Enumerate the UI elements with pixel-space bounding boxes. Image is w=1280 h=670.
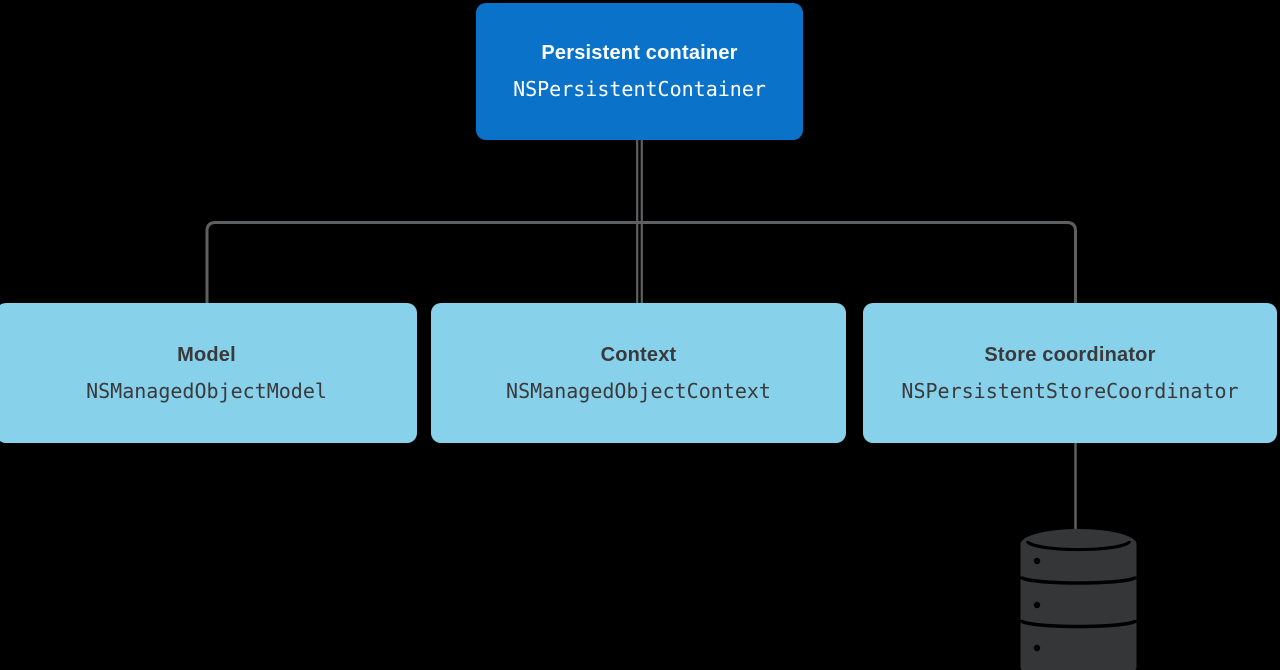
database-top-rim xyxy=(1025,540,1132,552)
node-model: Model NSManagedObjectModel xyxy=(0,303,417,443)
database-separator-1 xyxy=(1019,575,1138,585)
node-persistent-container: Persistent container NSPersistentContain… xyxy=(476,3,803,140)
database-dot-3 xyxy=(1033,644,1041,652)
database-icon xyxy=(1019,529,1138,670)
node-context: Context NSManagedObjectContext xyxy=(431,303,846,443)
node-code: NSPersistentContainer xyxy=(513,77,766,101)
node-code: NSPersistentStoreCoordinator xyxy=(901,378,1239,403)
node-code: NSManagedObjectContext xyxy=(506,378,771,403)
node-title: Persistent container xyxy=(541,42,738,64)
node-code: NSManagedObjectModel xyxy=(86,378,327,403)
database-separator-2 xyxy=(1019,619,1138,629)
node-title: Model xyxy=(177,343,236,366)
node-store-coordinator: Store coordinator NSPersistentStoreCoord… xyxy=(863,303,1277,443)
database-dot-1 xyxy=(1033,557,1041,565)
database-dot-2 xyxy=(1033,601,1041,609)
database-cylinder-body xyxy=(1020,529,1137,670)
node-title: Context xyxy=(600,343,677,366)
node-title: Store coordinator xyxy=(984,343,1156,366)
